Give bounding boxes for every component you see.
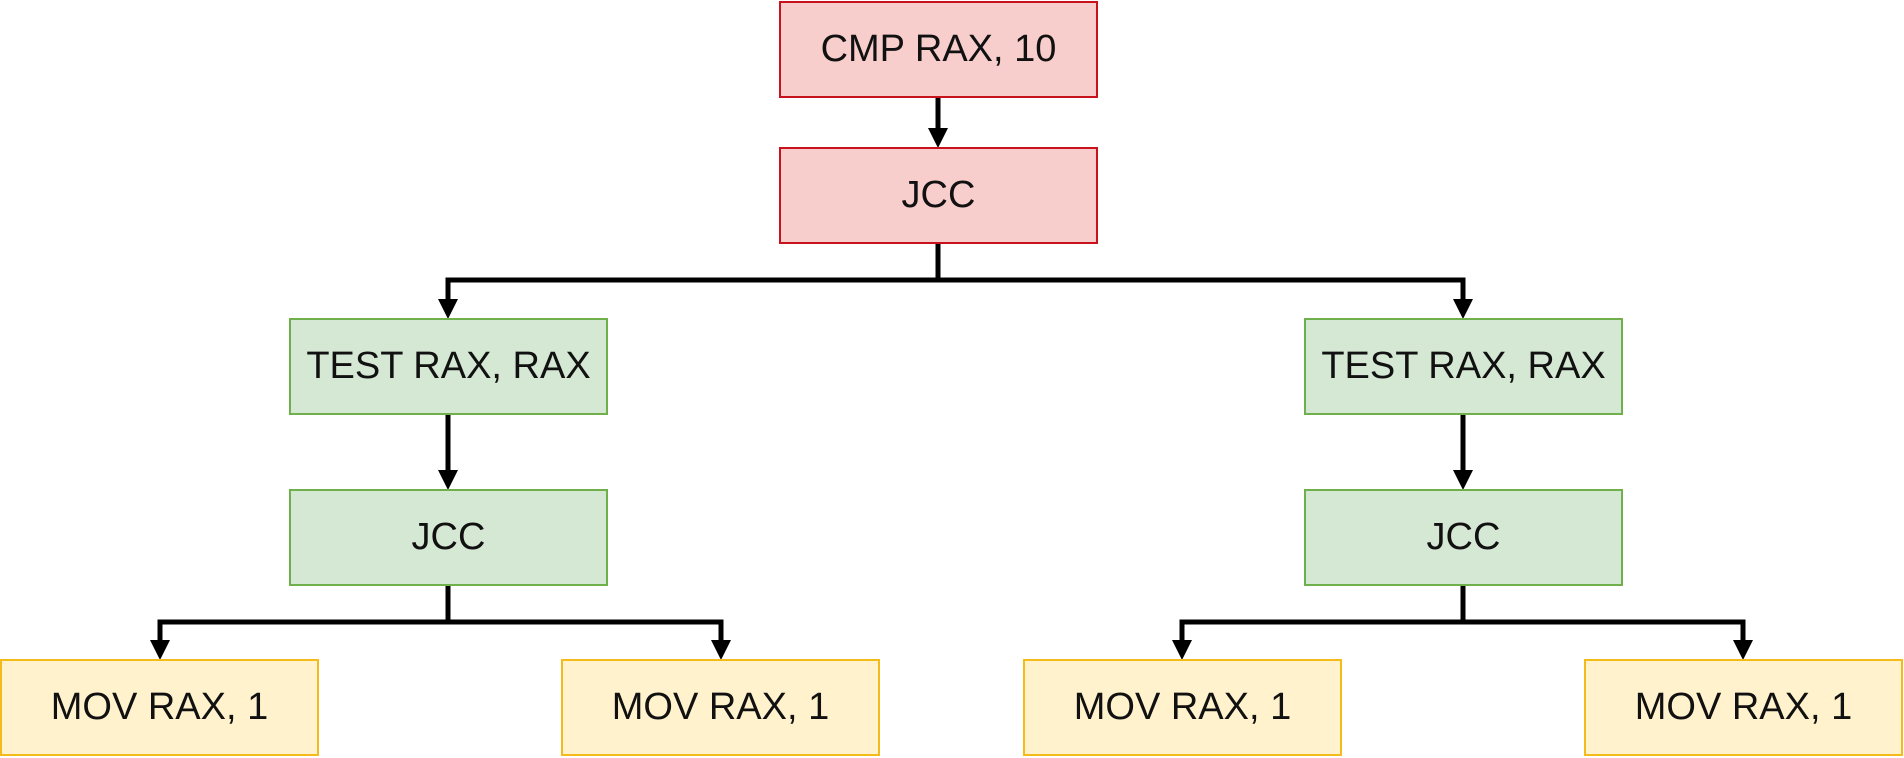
node-jcc-right: JCC [1304, 489, 1623, 586]
node-mov-1: MOV RAX, 1 [0, 659, 319, 756]
edge-jcc-root-to-test-left [438, 277, 938, 319]
edge-jcc-left-to-mov-1 [150, 619, 448, 660]
node-jcc-root: JCC [779, 147, 1098, 244]
node-mov-2: MOV RAX, 1 [561, 659, 880, 756]
node-cmp-rax-10: CMP RAX, 10 [779, 1, 1098, 98]
node-mov-3: MOV RAX, 1 [1023, 659, 1342, 756]
edge-jcc-left-to-mov-2 [448, 619, 731, 660]
edge-jcc-root-to-test-right [938, 277, 1473, 319]
node-jcc-left: JCC [289, 489, 608, 586]
node-test-right: TEST RAX, RAX [1304, 318, 1623, 415]
node-mov-4: MOV RAX, 1 [1584, 659, 1903, 756]
node-test-left: TEST RAX, RAX [289, 318, 608, 415]
edge-jcc-right-to-mov-3 [1172, 619, 1463, 660]
edge-jcc-right-to-mov-4 [1463, 619, 1753, 660]
